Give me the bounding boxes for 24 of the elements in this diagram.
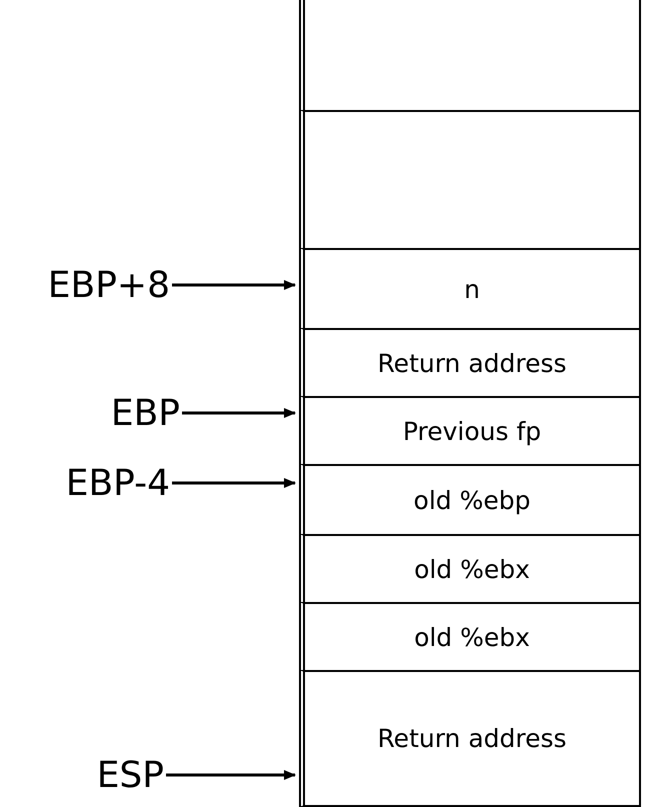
stack-cell xyxy=(299,248,641,330)
arrow xyxy=(166,770,296,780)
arrow xyxy=(172,478,296,488)
stack-cell xyxy=(299,328,641,398)
cell-text: old %ebx xyxy=(414,622,530,652)
pointer-label: EBP+8 xyxy=(10,262,170,308)
stack-cell xyxy=(299,670,641,807)
stack-cell xyxy=(299,534,641,604)
arrow xyxy=(182,408,296,418)
cell-text: Previous fp xyxy=(402,416,542,446)
cell-text: Return address xyxy=(377,348,567,378)
pointer-label: EBP xyxy=(10,390,180,436)
pointer-label: EBP-4 xyxy=(10,460,170,506)
stack-cell xyxy=(299,464,641,536)
stack-cell xyxy=(299,0,641,112)
cell-text: n xyxy=(464,274,480,304)
cell-text: old %ebx xyxy=(414,554,530,584)
arrow xyxy=(172,280,296,290)
pointer-label: ESP xyxy=(10,752,164,798)
cell-text: Return address xyxy=(377,724,567,753)
stack-cell xyxy=(299,110,641,250)
stack-cell xyxy=(299,602,641,672)
cell-text: old %ebp xyxy=(414,486,530,514)
stack-cell xyxy=(299,396,641,466)
